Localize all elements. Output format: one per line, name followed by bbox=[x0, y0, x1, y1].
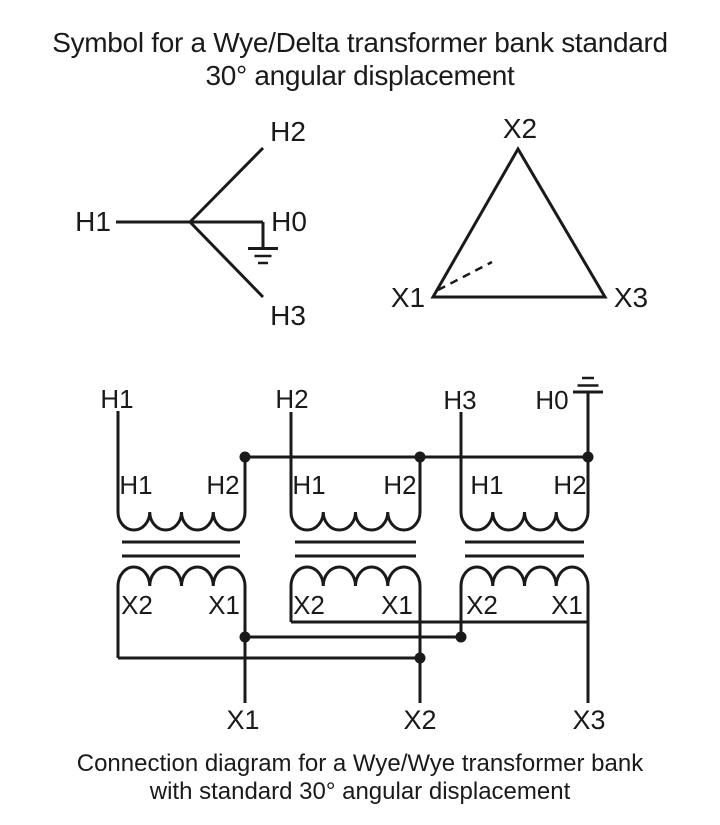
top-terminal-h1-label: H1 bbox=[100, 384, 133, 414]
wye-h2-label: H2 bbox=[270, 116, 306, 147]
delta-triangle bbox=[430, 146, 608, 299]
wye-h0-label: H0 bbox=[271, 206, 307, 237]
wye-h3-label: H3 bbox=[270, 300, 306, 331]
secondary-junction-dot-3 bbox=[414, 652, 426, 664]
transformer-2: H1 H2 X2 X1 bbox=[289, 412, 422, 703]
t1-secondary-right-label: X1 bbox=[208, 590, 240, 620]
delta-symbol: X2 X1 X3 bbox=[391, 113, 648, 313]
wye-symbol: H1 H2 H0 H3 bbox=[75, 116, 307, 331]
t1-primary-left-label: H1 bbox=[119, 470, 152, 500]
t3-primary-winding bbox=[459, 412, 590, 532]
t2-secondary-right-label: X1 bbox=[381, 590, 413, 620]
wye-ground-icon bbox=[248, 247, 278, 265]
bottom-terminal-x2-label: X2 bbox=[403, 705, 436, 735]
t2-secondary-left-label: X2 bbox=[293, 590, 325, 620]
t1-secondary-left-label: X2 bbox=[121, 590, 153, 620]
top-terminal-h3-label: H3 bbox=[443, 385, 476, 415]
bottom-terminal-x1-label: X1 bbox=[226, 705, 259, 735]
bus-junction-dot-2 bbox=[414, 451, 426, 463]
t1-secondary-winding bbox=[116, 565, 247, 703]
figure-title-line1: Symbol for a Wye/Delta transformer bank … bbox=[52, 27, 668, 58]
t3-primary-right-label: H2 bbox=[553, 470, 586, 500]
secondary-junction-dot-1 bbox=[239, 631, 251, 643]
t2-primary-left-label: H1 bbox=[292, 470, 325, 500]
bottom-terminal-x3-label: X3 bbox=[572, 705, 605, 735]
figure-title-line2: 30° angular displacement bbox=[205, 60, 515, 91]
wye-h3-branch bbox=[188, 220, 265, 299]
delta-x3-label: X3 bbox=[614, 282, 648, 313]
t3-secondary-right-label: X1 bbox=[551, 590, 583, 620]
wye-h2-branch bbox=[188, 146, 265, 224]
delta-x2-label: X2 bbox=[503, 113, 537, 144]
top-terminal-h0-label: H0 bbox=[535, 385, 568, 415]
t3-secondary-left-label: X2 bbox=[466, 590, 498, 620]
bus-junction-dot-1 bbox=[239, 451, 251, 463]
delta-displacement-dashed-line bbox=[437, 260, 493, 292]
t1-primary-winding bbox=[116, 411, 247, 532]
figure-caption-line2: with standard 30° angular displacement bbox=[149, 778, 571, 805]
t2-primary-right-label: H2 bbox=[383, 470, 416, 500]
t1-primary-right-label: H2 bbox=[206, 470, 239, 500]
t3-primary-left-label: H1 bbox=[470, 470, 503, 500]
transformer-1: H1 H2 X2 X1 bbox=[116, 411, 247, 703]
neutral-ground-icon bbox=[573, 376, 603, 394]
figure-caption-line1: Connection diagram for a Wye/Wye transfo… bbox=[77, 750, 644, 777]
top-terminal-h2-label: H2 bbox=[275, 384, 308, 414]
t3-secondary-winding bbox=[459, 565, 590, 703]
secondary-junction-dot-2 bbox=[455, 631, 467, 643]
bus-junction-dot-3 bbox=[582, 451, 594, 463]
t2-secondary-winding bbox=[289, 565, 422, 703]
wye-h1-label: H1 bbox=[75, 206, 111, 237]
t2-primary-winding bbox=[289, 412, 422, 532]
transformer-3: H1 H2 X2 X1 bbox=[459, 412, 590, 703]
connection-diagram: H1 H2 H3 H0 H1 H2 X2 X1 bbox=[100, 376, 606, 735]
delta-x1-label: X1 bbox=[391, 282, 425, 313]
